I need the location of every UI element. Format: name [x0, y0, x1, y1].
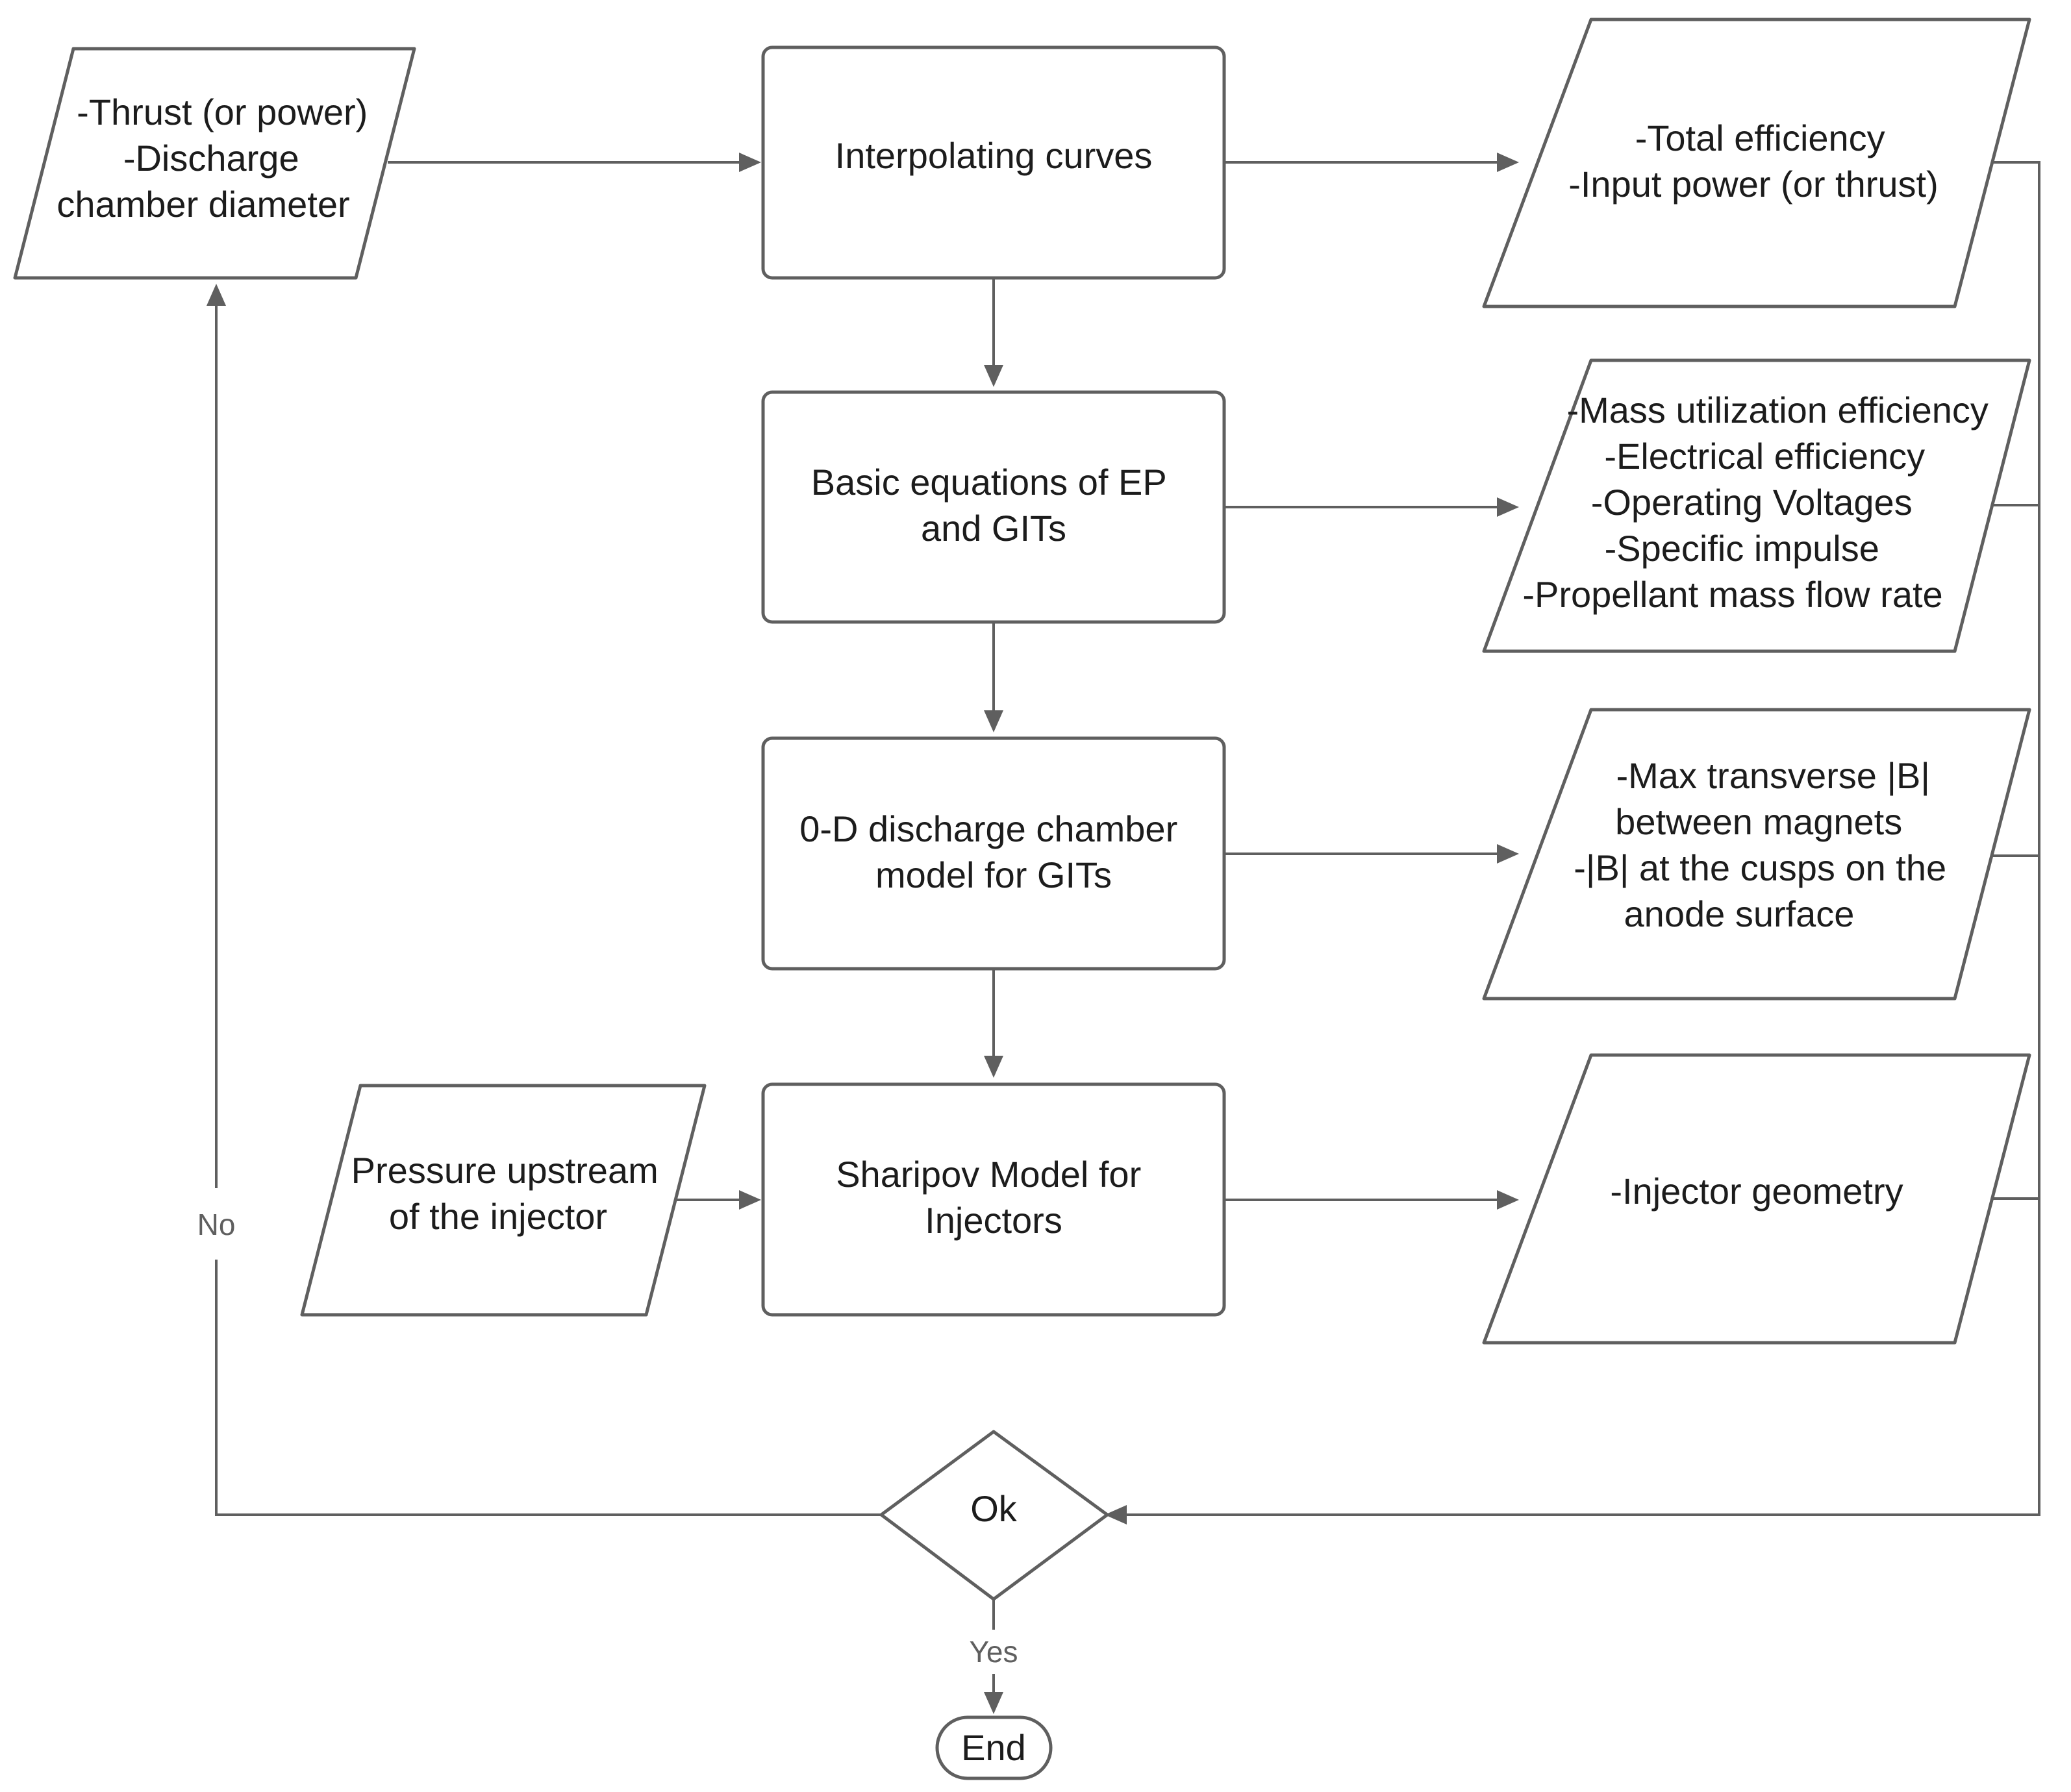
arrowhead [739, 153, 761, 172]
out-mass-line: -Mass utilization efficiency [1566, 390, 1988, 430]
out-injector-line: -Injector geometry [1610, 1171, 1903, 1212]
out-mass-line: -Specific impulse [1605, 528, 1879, 569]
input-thrust-line: -Discharge [123, 138, 299, 179]
input-thrust-line: chamber diameter [56, 184, 349, 225]
arrowhead [1497, 844, 1519, 864]
interpolating-label: Interpolating curves [835, 135, 1153, 176]
basic-equations-box [761, 390, 1226, 624]
out-magnetic-label: -Max transverse |B| between magnets -|B|… [1574, 755, 1956, 934]
out-mass-label: -Mass utilization efficiency -Electrical… [1522, 390, 1998, 615]
discharge-model-box [761, 736, 1226, 971]
basic-equations-line: Basic equations of EP [811, 462, 1166, 503]
edge-collector-bus [1107, 161, 2040, 1516]
arrowhead [207, 284, 226, 306]
input-thrust-line: -Thrust (or power) [77, 92, 368, 132]
sharipov-line: Injectors [925, 1200, 1062, 1241]
basic-equations-line: and GITs [921, 508, 1066, 549]
discharge-model-label: 0-D discharge chamber model for GITs [799, 808, 1188, 895]
sharipov-label: Sharipov Model for Injectors [836, 1154, 1151, 1241]
arrowhead [1497, 1190, 1519, 1210]
arrowhead [984, 1692, 1003, 1714]
arrowhead [1497, 153, 1519, 172]
pressure-input-label: Pressure upstream of the injector [351, 1150, 669, 1237]
edge-label-no: No [197, 1208, 236, 1241]
out-mass-line: -Propellant mass flow rate [1522, 574, 1942, 615]
edge-label-yes: Yes [969, 1635, 1018, 1669]
decision-label: Ok [970, 1488, 1018, 1529]
input-thrust-label: -Thrust (or power) -Discharge chamber di… [56, 92, 377, 225]
out-magnetic-line: anode surface [1624, 893, 1855, 934]
discharge-model-line: 0-D discharge chamber [799, 808, 1177, 849]
input-thrust-shape [13, 47, 416, 280]
sharipov-box [761, 1082, 1226, 1317]
pressure-input-line: of the injector [389, 1196, 607, 1237]
out-efficiency-line: -Input power (or thrust) [1568, 164, 1939, 205]
interpolating-box [761, 45, 1226, 280]
arrowhead [1497, 497, 1519, 517]
out-magnetic-line: -Max transverse |B| [1616, 755, 1930, 796]
arrowhead [984, 710, 1003, 732]
sharipov-line: Sharipov Model for [836, 1154, 1141, 1195]
out-mass-line: -Operating Voltages [1591, 482, 1913, 523]
out-magnetic-line: -|B| at the cusps on the [1574, 847, 1946, 888]
interpolating-line: Interpolating curves [835, 135, 1153, 176]
arrowhead [984, 365, 1003, 387]
end-label: End [961, 1727, 1026, 1768]
out-injector-label: -Injector geometry [1610, 1171, 1903, 1212]
pressure-input-line: Pressure upstream [351, 1150, 659, 1191]
out-injector-shape [1482, 1053, 2031, 1345]
out-magnetic-shape [1482, 708, 2031, 1001]
out-efficiency-line: -Total efficiency [1635, 118, 1885, 158]
discharge-model-line: model for GITs [875, 854, 1112, 895]
out-efficiency-label: -Total efficiency -Input power (or thrus… [1568, 118, 1939, 205]
arrowhead [1105, 1505, 1127, 1524]
pressure-input-shape [300, 1084, 707, 1317]
out-mass-line: -Electrical efficiency [1604, 436, 1925, 477]
decision-diamond [879, 1430, 1109, 1601]
edge-no-loop [215, 1260, 881, 1516]
end-terminator [935, 1715, 1053, 1780]
out-mass-shape [1482, 358, 2031, 653]
arrowhead [984, 1056, 1003, 1078]
out-efficiency-shape [1482, 18, 2031, 308]
end-line: End [961, 1727, 1026, 1768]
out-magnetic-line: between magnets [1615, 801, 1902, 842]
decision-line: Ok [970, 1488, 1018, 1529]
basic-equations-label: Basic equations of EP and GITs [811, 462, 1176, 549]
edges [207, 153, 2040, 1714]
arrowhead [739, 1190, 761, 1210]
